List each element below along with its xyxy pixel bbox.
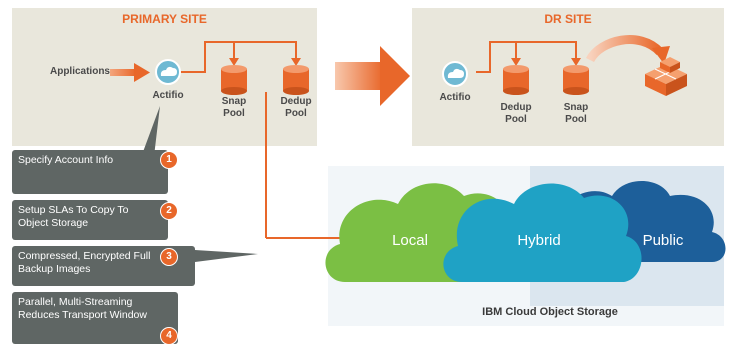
dr-actifio-cloud-icon — [442, 61, 468, 87]
dedup-pool-arrowhead-icon — [291, 58, 301, 66]
dr-dedup-pool-label: Dedup Pool — [500, 102, 532, 125]
step-number-badge-3: 3 — [160, 248, 178, 266]
step-number-badge-4: 4 — [160, 327, 178, 345]
callout3-pointer — [195, 250, 258, 262]
snap-pool-label: Snap Pool — [221, 96, 247, 119]
dr-actifio-label: Actifio — [439, 92, 471, 103]
dr-dedup-arrowhead-icon — [511, 58, 521, 66]
applications-arrow-icon — [110, 63, 150, 82]
dr-snap-pool-database-icon — [563, 65, 589, 95]
dr-snap-pool-label: Snap Pool — [563, 102, 589, 125]
step-number-badge-2: 2 — [160, 202, 178, 220]
storage-stack-icon — [645, 57, 687, 96]
hybrid-cloud-label: Hybrid — [517, 232, 561, 249]
applications-label: Applications — [49, 66, 110, 77]
hybrid-cloud-shape — [443, 183, 642, 282]
primary-site-title: PRIMARY SITE — [122, 12, 207, 26]
ibm-cloud-caption: IBM Cloud Object Storage — [482, 306, 618, 318]
snap-pool-arrowhead-icon — [229, 58, 239, 66]
public-cloud-label: Public — [642, 232, 684, 249]
dr-dedup-pool-database-icon — [503, 65, 529, 95]
step-text-4: Parallel, Multi-Streaming Reduces Transp… — [18, 296, 147, 321]
dr-snap-arrowhead-icon — [571, 58, 581, 66]
step-text-1: Specify Account Info — [18, 154, 114, 166]
actifio-cloud-icon — [155, 59, 181, 85]
step-callout-4: Parallel, Multi-Streaming Reduces Transp… — [12, 292, 178, 344]
step-callout-1: Specify Account Info — [12, 150, 168, 194]
actifio-label: Actifio — [152, 90, 184, 101]
dedup-pool-label: Dedup Pool — [280, 96, 312, 119]
dedup-pool-database-icon — [283, 65, 309, 95]
primary-flow-lines — [180, 41, 345, 239]
replication-arrow-icon — [335, 46, 410, 106]
step-callout-2: Setup SLAs To Copy To Object Storage — [12, 200, 168, 240]
snap-pool-database-icon — [221, 65, 247, 95]
dr-site-title: DR SITE — [544, 12, 592, 26]
restore-curve-arrow-icon — [585, 35, 670, 64]
step-text-2: Setup SLAs To Copy To Object Storage — [18, 204, 129, 229]
step-number-badge-1: 1 — [160, 151, 178, 169]
step-text-3: Compressed, Encrypted Full Backup Images — [18, 250, 151, 275]
local-cloud-label: Local — [392, 232, 428, 249]
